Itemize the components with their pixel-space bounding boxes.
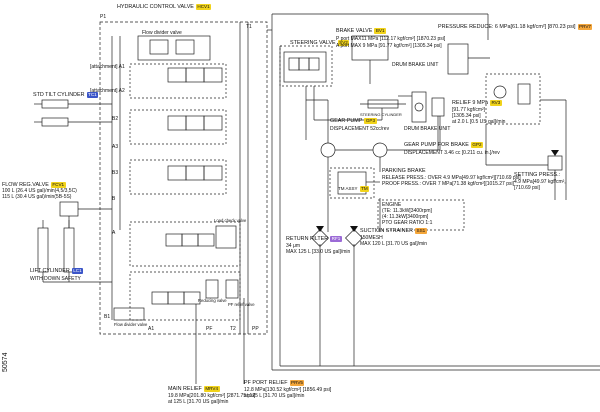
b2-label: B2 (112, 116, 119, 122)
pressure-reduce-unit (447, 43, 469, 75)
return-line2: 34 μm (286, 243, 300, 249)
valve-section-3 (129, 109, 227, 145)
t2-label: T2 (230, 326, 236, 332)
valve-section-7 (113, 307, 145, 321)
return-line3: MAX 125 L [33.0 US gal]/min (286, 249, 351, 255)
relief-line2: [91.77 kgf/cm²] (452, 107, 486, 113)
attach-a1-label: [attachment] A1 (90, 64, 125, 70)
suction-line2: 150MESH (360, 235, 383, 241)
gear-pump-brake (372, 142, 388, 158)
valve-section-6 (129, 271, 241, 321)
drum-brake-label2: DRUM BRAKE UNIT (404, 126, 451, 132)
suction-strainer (345, 229, 363, 247)
pressure-reduce-label: PRESSURE REDUCE: 6 MPa[61.18 kgf/cm²] [8… (438, 24, 593, 30)
engine-line2: (TE: 11.3kW[3400rpm] (382, 208, 432, 214)
pf-label: PF (206, 326, 213, 332)
setting-line3: [710.69 psi] (514, 185, 540, 191)
b1-label: B1 (104, 314, 111, 320)
suction-line3: MAX 120 L [31.70 US gal]/min (360, 241, 428, 247)
parking-line3: PROOF PRESS.: OVER 7 MPa[71.38 kgf/cm²][… (382, 181, 514, 187)
steering-valve (283, 51, 327, 83)
std-tilt-cylinder (41, 99, 69, 109)
setting-press-valve (547, 155, 563, 171)
engine-label: ENGINE (382, 202, 402, 208)
side-number: 50574 (2, 352, 9, 372)
flow-reg-line2: 115 L (30.4 US gal)/min(5B-5S) (2, 194, 72, 200)
reducing-valve-label: Reducing valve (198, 298, 227, 303)
relief-line4: at 2.0 L [0.5 US gal]/min (452, 119, 506, 125)
tm-assy (337, 171, 367, 195)
pp-label: PP (252, 326, 259, 332)
a-label: A (112, 230, 116, 236)
brake-a-line: A port MAX 9 MPa [91.77 kgf/cm²] [1305.3… (336, 43, 442, 49)
flow-divider-label: Flow divider valve (142, 30, 182, 36)
pf-relief-label: PF relief valve (228, 302, 255, 307)
flow-divider-label2: Flow divider valve (114, 322, 148, 327)
main-relief-line2: 19.8 MPa[201.80 kgf/cm²] [2871.75 psi] (168, 393, 256, 399)
main-relief-line3: at 125 L [31.70 US gal]/min (168, 399, 229, 405)
valve-section-5 (129, 221, 241, 267)
gear-pump-steer-line2: DISPLACEMENT 52cc/rev (330, 126, 390, 132)
valve-section-2 (129, 63, 227, 99)
parking-line2: RELEASE PRESS.: OVER 4.9 MPa[49.97 kgf/c… (382, 175, 521, 181)
pf-port-line2: 12.8 MPa[130.52 kgf/cm²] [1856.49 psi] (244, 387, 332, 393)
gear-pump-brake-line2: DISPLACEMENT 3.46 cc [0.211 cu. in.]/rev (404, 150, 500, 156)
drum-brake-unit (411, 91, 427, 123)
engine-line3: (4: 11.3kW[3400rpm] (382, 214, 429, 220)
steering-cyl-label: STEERING CYLINDER (360, 112, 402, 117)
setting-press-label: SETTING PRESS.: (514, 172, 561, 178)
p1-label: P1 (100, 14, 107, 20)
relief-line3: [1305.34 psi] (452, 113, 481, 119)
accumulator-block (485, 73, 541, 125)
gear-pump-steer (320, 142, 336, 158)
valve-section-4 (129, 159, 227, 195)
t1-label: T1 (246, 24, 252, 30)
relief-valve-rv3 (431, 97, 445, 117)
parking-brake-label: PARKING BRAKE (382, 168, 426, 174)
flow-reg-valve (59, 201, 79, 217)
pf-port-line3: at 125 L [31.70 US gal]/min (244, 393, 305, 399)
engine-line4: PTO GEAR RATIO 1:1 (382, 220, 433, 226)
lift-cylinder (37, 227, 49, 273)
b3-label: B3 (112, 170, 119, 176)
valve-section-1 (137, 35, 211, 61)
a3-label: A3 (112, 144, 119, 150)
return-filter (311, 229, 329, 247)
flow-reg-line1: 100 L (26.4 US gal)/min(4,5/3,5C) (2, 188, 77, 194)
brake-p-line: P port MAX11 MPa [112.17 kgf/cm²] [1870.… (336, 36, 446, 42)
drum-brake-label: DRUM BRAKE UNIT (392, 62, 439, 68)
engine-box (377, 199, 465, 231)
attach-a2-label: [attachment] A2 (90, 88, 125, 94)
control-valve-frame (99, 21, 268, 335)
lift-cyl-line2: WITH DOWN SAFETY (30, 276, 81, 282)
load-check-label: Load check valve (214, 218, 247, 223)
setting-line2: 4.9 MPa[49.97 kgf/cm², (514, 179, 566, 185)
b-label: B (112, 196, 116, 202)
a1-label: A1 (148, 326, 155, 332)
